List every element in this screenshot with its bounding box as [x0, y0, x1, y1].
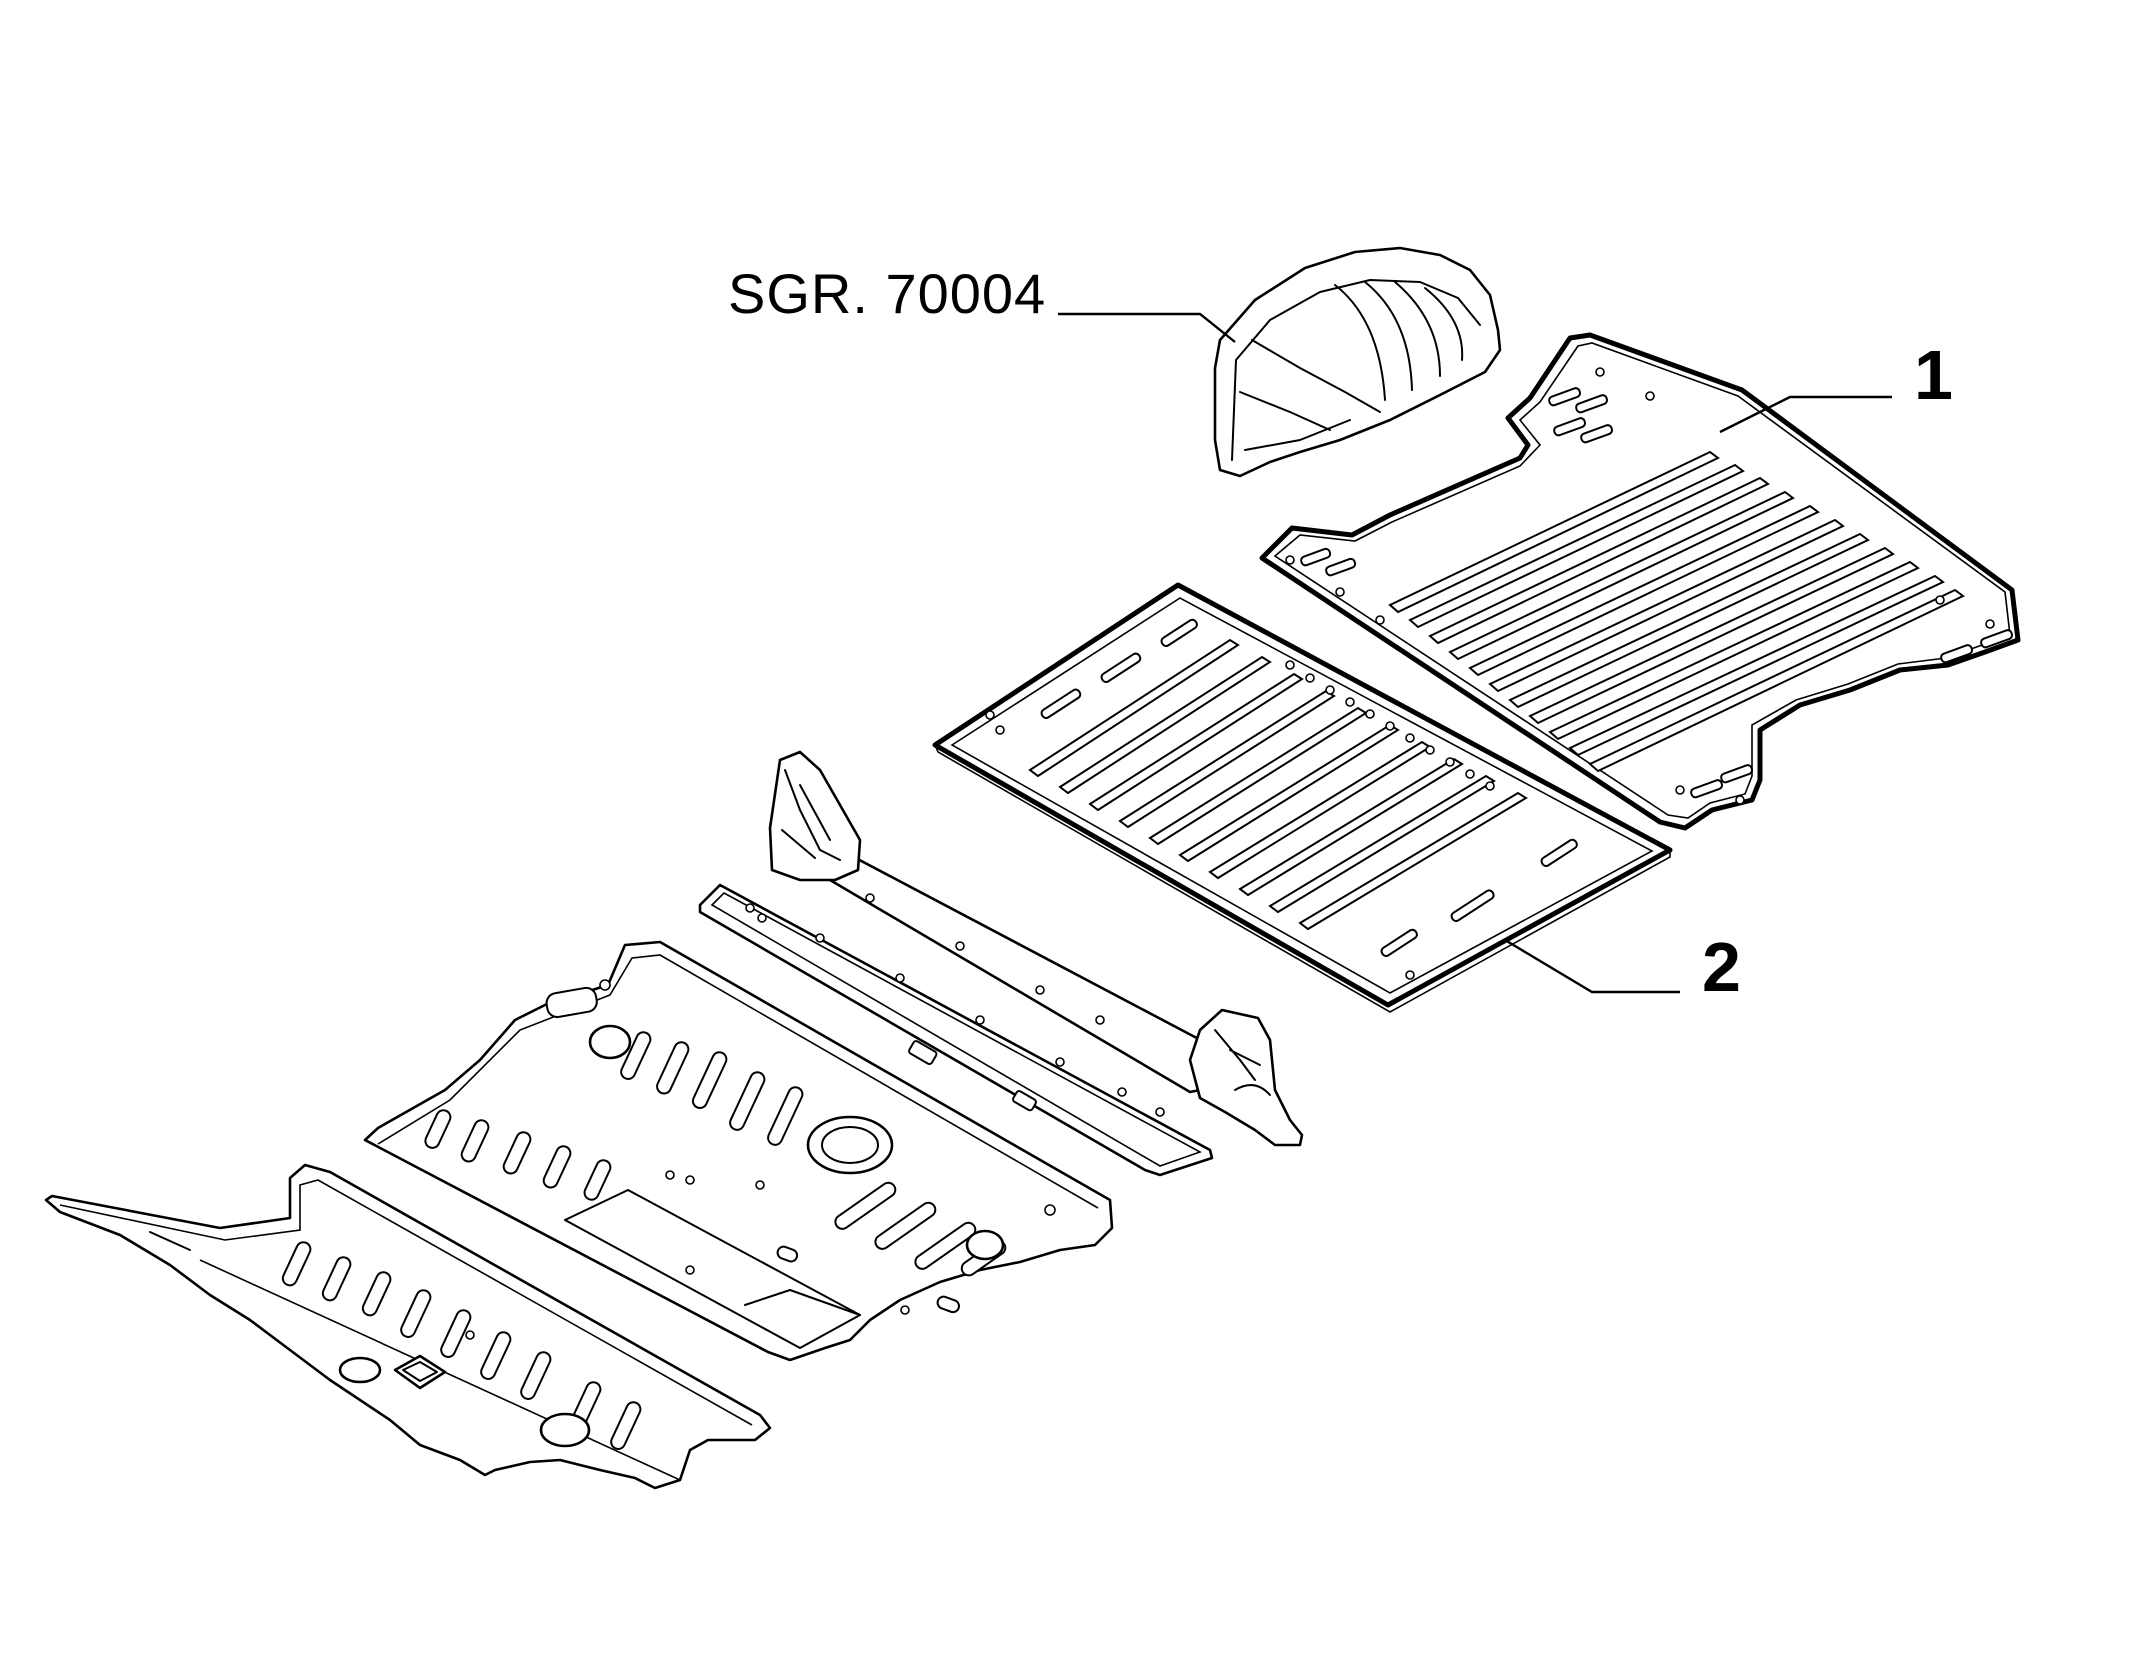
- center-floor-part[interactable]: [363, 940, 1114, 1362]
- center-floor-holes: [599, 979, 1056, 1315]
- wheel-arch-part[interactable]: [1213, 246, 1502, 478]
- panel-2-ribs: [1028, 638, 1528, 931]
- leader-item-2: [1504, 938, 1680, 994]
- panel-2-middle-floor[interactable]: [932, 582, 1673, 1013]
- panel-1-ribs: [1388, 450, 1965, 773]
- cross-member-part[interactable]: [698, 750, 1304, 1177]
- panel-1-rear-floor[interactable]: [1259, 332, 2021, 831]
- front-floor-slots: [281, 1241, 642, 1450]
- panel-2-slots: [1040, 618, 1578, 958]
- front-floor-part[interactable]: [44, 1163, 772, 1490]
- callout-item-1[interactable]: 1: [1914, 336, 1953, 414]
- leader-ref-group: [1058, 312, 1236, 343]
- callout-item-2[interactable]: 2: [1702, 928, 1741, 1006]
- panel-2-holes: [985, 660, 1495, 980]
- cross-member-holes: [745, 893, 1165, 1117]
- panel-1-slots: [1300, 387, 2014, 799]
- panel-1-holes: [1285, 367, 1995, 805]
- leader-item-1: [1719, 395, 1892, 434]
- callout-ref-group[interactable]: SGR. 70004: [728, 262, 1047, 325]
